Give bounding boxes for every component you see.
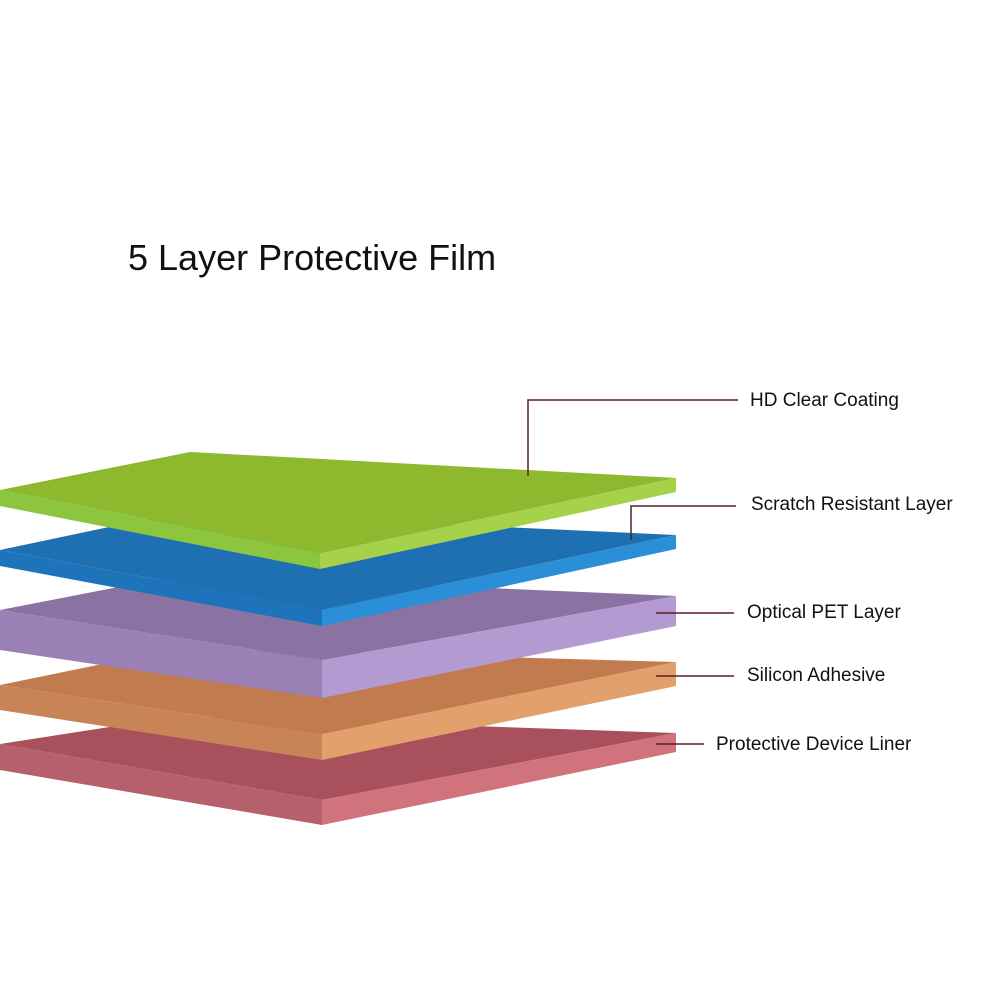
layer-hd-clear-coating	[0, 452, 676, 569]
layer-scratch-resistant-layer-side-face	[322, 535, 676, 626]
layer-protective-device-liner	[0, 716, 676, 825]
layer-scratch-resistant-layer-front-face	[0, 550, 322, 626]
layer-optical-pet-layer-front-face	[0, 610, 322, 698]
layer-protective-device-liner-top-face	[0, 716, 676, 800]
label-hd-clear-coating: HD Clear Coating	[750, 390, 899, 411]
layer-hd-clear-coating-side-face	[320, 478, 676, 569]
diagram-title: 5 Layer Protective Film	[128, 237, 497, 278]
layer-protective-device-liner-side-face	[322, 733, 676, 825]
label-silicon-adhesive: Silicon Adhesive	[747, 665, 886, 686]
layer-silicon-adhesive-front-face	[0, 685, 322, 760]
layer-optical-pet-layer-side-face	[322, 596, 676, 698]
label-scratch-resistant-layer: Scratch Resistant Layer	[751, 494, 953, 515]
layer-hd-clear-coating-front-face	[0, 490, 320, 569]
layer-hd-clear-coating-top-face	[0, 452, 676, 553]
leader-line-hd-clear-coating	[527, 399, 738, 476]
label-optical-pet-layer: Optical PET Layer	[747, 602, 901, 623]
label-protective-device-liner: Protective Device Liner	[716, 734, 912, 755]
layer-protective-device-liner-front-face	[0, 744, 322, 825]
leader-line-scratch-resistant-layer	[630, 505, 736, 540]
layer-silicon-adhesive-side-face	[322, 662, 676, 760]
